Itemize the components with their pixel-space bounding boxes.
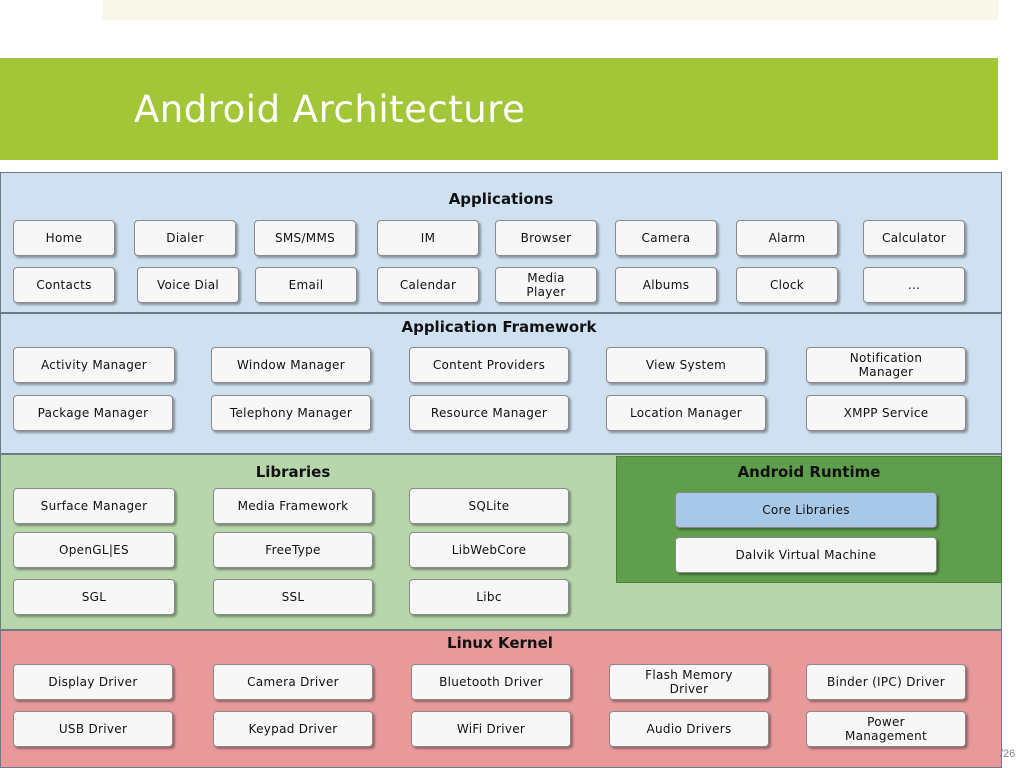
framework-box: Activity Manager	[13, 347, 175, 383]
driver-box: Power Management	[806, 711, 966, 747]
library-box: SGL	[13, 579, 175, 615]
app-box: Clock	[736, 267, 838, 303]
applications-layer-title: Applications	[448, 190, 554, 208]
framework-box: View System	[606, 347, 766, 383]
driver-box: Flash Memory Driver	[609, 664, 769, 700]
app-box: ...	[863, 267, 965, 303]
framework-box: Window Manager	[211, 347, 371, 383]
library-box: SSL	[213, 579, 373, 615]
driver-box: Audio Drivers	[609, 711, 769, 747]
library-box: LibWebCore	[409, 532, 569, 568]
framework-box: Notification Manager	[806, 347, 966, 383]
driver-box: Camera Driver	[213, 664, 373, 700]
library-box: Surface Manager	[13, 488, 175, 524]
linux-kernel-layer: Linux Kernel Display Driver Camera Drive…	[0, 630, 1002, 768]
driver-box: USB Driver	[13, 711, 173, 747]
architecture-diagram: Applications Home Dialer SMS/MMS IM Brow…	[0, 172, 1002, 768]
app-box: SMS/MMS	[254, 220, 356, 256]
library-box: Libc	[409, 579, 569, 615]
app-box: Browser	[495, 220, 597, 256]
driver-box: Display Driver	[13, 664, 173, 700]
framework-box: Telephony Manager	[211, 395, 371, 431]
app-box: Email	[255, 267, 357, 303]
app-box: Albums	[615, 267, 717, 303]
app-box: Home	[13, 220, 115, 256]
page-title: Android Architecture	[134, 88, 526, 131]
driver-box: WiFi Driver	[411, 711, 571, 747]
library-box: FreeType	[213, 532, 373, 568]
framework-box: Content Providers	[409, 347, 569, 383]
framework-layer: Application Framework Activity Manager W…	[0, 313, 1002, 454]
top-band	[102, 0, 998, 20]
app-box: Calculator	[863, 220, 965, 256]
app-box: Alarm	[736, 220, 838, 256]
libraries-layer-title: Libraries	[255, 463, 331, 481]
framework-box: Package Manager	[13, 395, 173, 431]
library-box: Media Framework	[213, 488, 373, 524]
driver-box: Binder (IPC) Driver	[806, 664, 966, 700]
app-box: Voice Dial	[137, 267, 239, 303]
app-box: Media Player	[495, 267, 597, 303]
framework-box: Location Manager	[606, 395, 766, 431]
app-box: Contacts	[13, 267, 115, 303]
library-box: OpenGL|ES	[13, 532, 175, 568]
app-box: Dialer	[134, 220, 236, 256]
app-box: IM	[377, 220, 479, 256]
kernel-layer-title: Linux Kernel	[447, 634, 553, 652]
framework-box: XMPP Service	[806, 395, 966, 431]
runtime-title: Android Runtime	[737, 463, 881, 481]
android-runtime-block: Android Runtime Core Libraries Dalvik Vi…	[616, 456, 1002, 583]
app-box: Camera	[615, 220, 717, 256]
title-bar: Android Architecture	[0, 58, 998, 160]
framework-box: Resource Manager	[409, 395, 569, 431]
library-box: SQLite	[409, 488, 569, 524]
applications-layer: Applications Home Dialer SMS/MMS IM Brow…	[0, 172, 1002, 313]
runtime-box: Dalvik Virtual Machine	[675, 537, 937, 573]
driver-box: Keypad Driver	[213, 711, 373, 747]
runtime-box: Core Libraries	[675, 492, 937, 528]
framework-layer-title: Application Framework	[401, 318, 597, 336]
page-number: /26	[1000, 748, 1016, 760]
driver-box: Bluetooth Driver	[411, 664, 571, 700]
app-box: Calendar	[377, 267, 479, 303]
